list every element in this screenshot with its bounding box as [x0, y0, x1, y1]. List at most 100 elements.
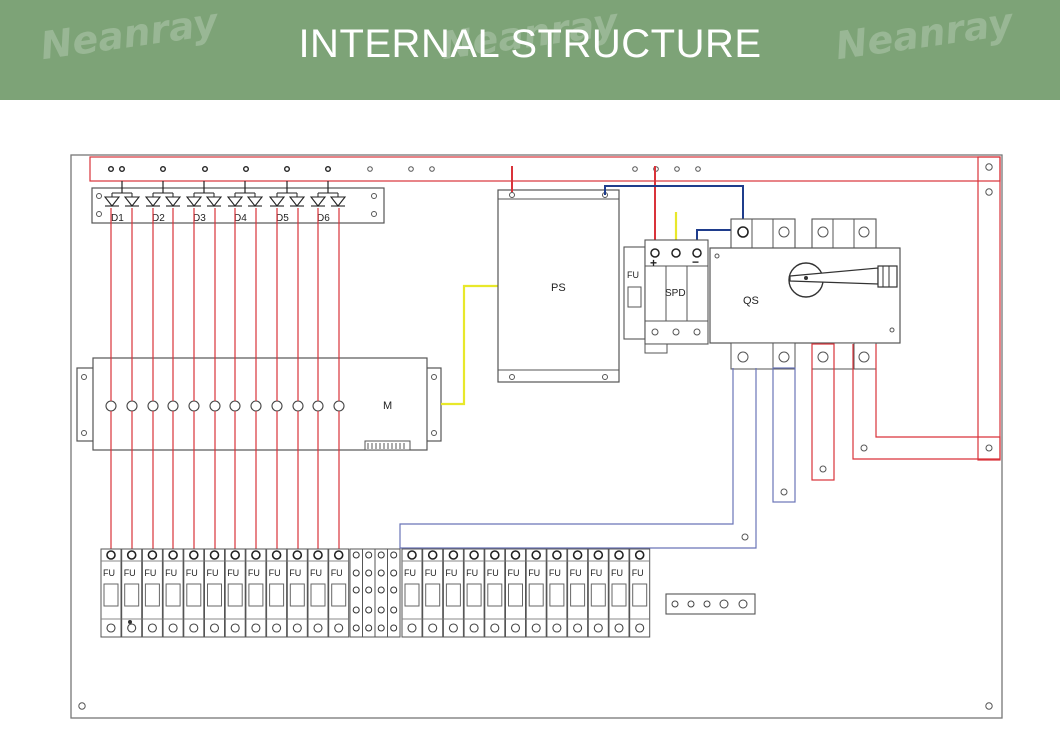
busbar-terminal	[201, 165, 208, 172]
mount-hole	[96, 211, 102, 217]
fuse-label: FU	[404, 568, 416, 578]
terminal-screw	[365, 606, 373, 614]
fuse-label: FU	[269, 568, 281, 578]
mount-hole	[371, 211, 377, 217]
qs-terminal	[858, 226, 870, 238]
terminal-screw	[352, 624, 360, 632]
busbar-terminal	[408, 166, 414, 172]
fuse-screw	[168, 550, 178, 560]
fuse-label: FU	[425, 568, 437, 578]
fuse-screw	[614, 550, 624, 560]
ground-hole	[738, 599, 748, 609]
ground-hole	[687, 600, 695, 608]
ground-bar-holes	[671, 599, 748, 609]
qs-pivot	[804, 276, 808, 280]
mount-hole	[985, 188, 993, 196]
monitor-input	[333, 400, 345, 412]
busbar-terminal	[674, 166, 680, 172]
mount-hole	[714, 253, 720, 259]
terminal-screw	[377, 606, 385, 614]
qs-terminal	[817, 351, 829, 363]
busbar-terminal	[367, 166, 373, 172]
fuse-screw	[448, 550, 459, 560]
fuse-label: FU	[611, 568, 623, 578]
diode-label: D1	[111, 213, 124, 224]
monitor-input	[250, 400, 262, 412]
fuse-window	[611, 583, 627, 607]
qs-terminal	[778, 351, 790, 363]
spd-terminal-plus	[650, 248, 660, 258]
fuse-screw	[407, 550, 417, 560]
fuse-window	[404, 583, 420, 607]
busbar-hole	[985, 444, 993, 452]
fuse-screw	[490, 623, 500, 633]
fuse-screw	[573, 623, 583, 633]
busbar-hole	[780, 488, 788, 496]
busbar-terminal	[242, 165, 249, 172]
terminal-screw	[377, 586, 385, 594]
fuse-screw	[106, 550, 116, 560]
terminal-screw	[365, 551, 373, 559]
monitor-label: M	[383, 400, 392, 412]
spd-terminal-minus	[692, 248, 702, 258]
fuse-screw	[333, 550, 344, 560]
fuse-screw	[531, 550, 542, 560]
fuse-window	[466, 583, 482, 607]
terminal-screw	[390, 586, 398, 594]
monitor-input	[271, 400, 283, 412]
fuse-screw	[271, 550, 282, 560]
mount-hole	[431, 374, 437, 380]
terminal-screw	[365, 569, 373, 577]
spd-label: SPD	[665, 288, 686, 299]
fuse-window	[570, 583, 586, 607]
fuse-screw	[469, 550, 479, 560]
spd-fuse-window	[627, 286, 642, 308]
busbar-terminal	[325, 165, 332, 172]
ground-bar	[665, 593, 756, 615]
fuse-label: FU	[466, 568, 478, 578]
fuse-label: FU	[508, 568, 520, 578]
page-title: INTERNAL STRUCTURE	[298, 22, 762, 66]
spd-module: FU + − SPD	[623, 239, 709, 354]
terminal-screw	[390, 624, 398, 632]
terminal-screw	[352, 569, 360, 577]
spd-fuse-label: FU	[627, 270, 639, 280]
fuse-label: FU	[289, 568, 301, 578]
monitor-input	[167, 400, 179, 412]
fuse-screw	[272, 623, 282, 633]
fuse-window	[289, 583, 305, 607]
terminal-screw	[509, 374, 515, 380]
fuse-screw	[448, 623, 458, 633]
fuse-screw	[209, 550, 220, 560]
terminal-screw	[390, 569, 398, 577]
busbar-terminal	[429, 166, 435, 172]
spd-plus-sign: +	[650, 256, 657, 270]
red-busbar-output	[811, 343, 835, 481]
busbar-terminal	[632, 166, 638, 172]
fuse-window	[124, 583, 140, 607]
qs-terminal	[858, 351, 870, 363]
fuse-window	[227, 583, 243, 607]
fuse-screw	[407, 623, 417, 633]
fuse-window	[331, 583, 347, 607]
fuse-screw	[552, 623, 562, 633]
fuse-screw	[189, 550, 199, 560]
mount-hole	[78, 702, 86, 710]
ground-hole	[719, 599, 729, 609]
terminal-screw	[509, 192, 515, 198]
red-busbar-positive	[852, 344, 1001, 460]
isolator-switch: QS	[709, 218, 901, 370]
busbar-terminals	[107, 165, 701, 172]
busbar-hole	[860, 444, 868, 452]
terminal-screw	[390, 606, 398, 614]
fuse-screw	[230, 623, 240, 633]
busbar-terminal	[107, 165, 114, 172]
monitor-input	[312, 400, 324, 412]
fuse-label: FU	[207, 568, 219, 578]
fuse-screw	[593, 623, 603, 633]
monitor-input	[105, 400, 117, 412]
ground-hole	[671, 600, 679, 608]
fuse-screw	[106, 623, 116, 633]
spd-screw	[693, 328, 701, 336]
fuse-label: FU	[248, 568, 260, 578]
